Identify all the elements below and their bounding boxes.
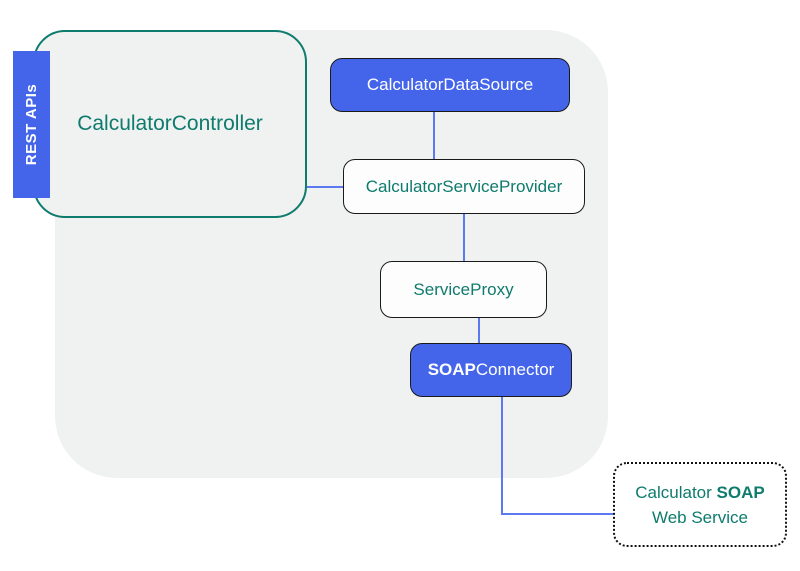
calculator-soap-web-service-node: Calculator SOAP Web Service — [613, 462, 787, 547]
calculator-data-source-label: CalculatorDataSource — [366, 75, 534, 94]
calculator-service-provider-node: CalculatorServiceProvider — [343, 159, 585, 214]
service-proxy-label: ServiceProxy — [413, 279, 514, 299]
edge-controller-to-provider — [307, 186, 343, 188]
rest-apis-badge: REST APIs — [13, 51, 50, 198]
edge-connector-to-webservice-vertical — [501, 397, 503, 515]
edge-datasource-to-provider — [433, 112, 435, 159]
soap-connector-label: SOAPConnector — [428, 360, 555, 380]
calculator-data-source-node: CalculatorDataSource — [330, 58, 570, 112]
soap-connector-node: SOAPConnector — [410, 343, 572, 397]
webservice-label-line1-regular: Calculator — [635, 482, 717, 502]
rest-apis-label: REST APIs — [23, 83, 40, 166]
webservice-label-line1-bold: SOAP — [716, 482, 765, 502]
soap-connector-label-regular: Connector — [475, 360, 555, 379]
edge-proxy-to-connector — [478, 318, 480, 343]
webservice-label-line2: Web Service — [651, 507, 749, 527]
calculator-service-provider-label: CalculatorServiceProvider — [365, 176, 563, 196]
service-proxy-node: ServiceProxy — [380, 261, 547, 318]
calculator-controller-label: CalculatorController — [77, 112, 263, 135]
calculator-controller-node: CalculatorController — [33, 30, 307, 218]
edge-provider-to-proxy — [463, 214, 465, 261]
soap-connector-label-bold: SOAP — [427, 360, 476, 379]
edge-connector-to-webservice-horizontal — [501, 513, 613, 515]
calculator-soap-web-service-label: Calculator SOAP Web Service — [635, 480, 764, 530]
